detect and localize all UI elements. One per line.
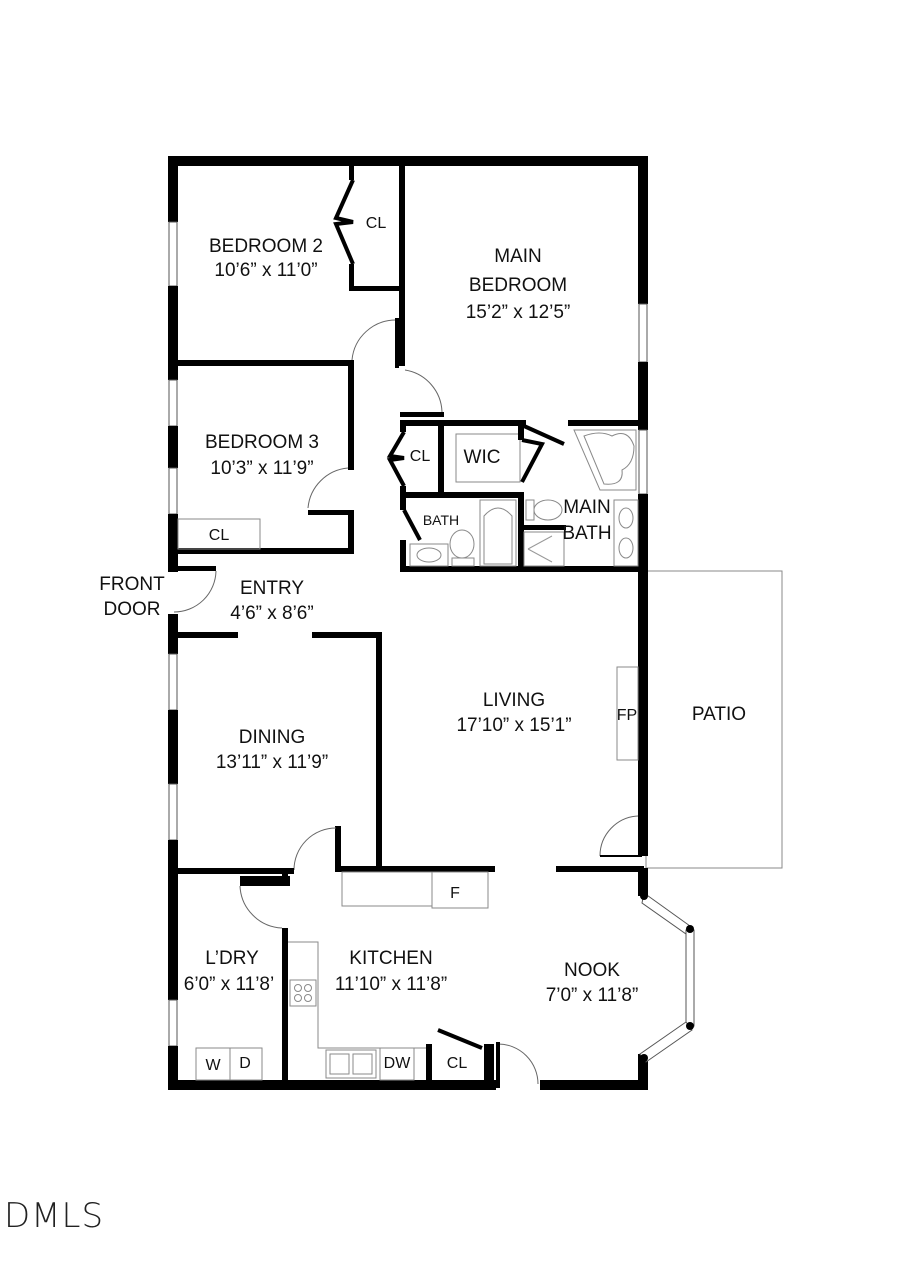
exterior-wall-right — [638, 156, 648, 304]
room-name: BEDROOM 2 — [209, 236, 323, 257]
wic-label: WIC — [464, 447, 501, 468]
room-dims: 6’0” x 11’8’ — [184, 974, 274, 995]
interior-wall — [376, 632, 382, 872]
room-dims: 4’6” x 8’6” — [230, 603, 313, 624]
bay-window — [685, 929, 695, 1027]
interior-wall — [400, 492, 524, 498]
room-name: BEDROOM — [469, 275, 567, 296]
counter — [341, 871, 433, 907]
interior-wall — [400, 420, 526, 426]
patio-label: PATIO — [692, 704, 746, 725]
exterior-wall — [168, 840, 178, 1000]
window — [638, 303, 648, 363]
dryer-label: D — [239, 1055, 251, 1072]
bath-label: BATH — [423, 512, 459, 528]
room-dims: 10’3” x 11’9” — [210, 458, 313, 479]
double-sink — [325, 1049, 377, 1079]
fireplace-label: FP — [617, 707, 637, 724]
fireplace — [616, 666, 639, 761]
dishwasher-label: DW — [384, 1055, 412, 1072]
door-swing — [293, 827, 337, 871]
refrigerator — [431, 871, 489, 909]
exterior-wall — [168, 156, 178, 222]
bathtub — [479, 499, 517, 567]
corner-tub — [573, 429, 637, 491]
interior-wall — [168, 548, 354, 554]
window — [168, 379, 178, 427]
window — [168, 467, 178, 515]
interior-wall — [335, 866, 495, 872]
room-dims: 11’10” x 11’8” — [335, 974, 447, 995]
window — [168, 221, 178, 287]
closet-label: CL — [366, 215, 387, 232]
exterior-wall — [168, 426, 178, 468]
sink — [409, 543, 449, 567]
room-name: LIVING — [483, 690, 545, 711]
closet-label: CL — [447, 1055, 468, 1072]
exterior-wall-bottom — [540, 1080, 648, 1090]
exterior-wall-right — [638, 494, 648, 856]
door-swing — [307, 467, 349, 509]
interior-wall — [168, 868, 294, 874]
front-door-swing — [173, 570, 217, 613]
exterior-wall-bottom — [168, 1080, 496, 1090]
exterior-wall-top — [168, 156, 648, 166]
door-swing — [404, 369, 443, 413]
room-dims: 7’0” x 11’8” — [546, 985, 639, 1006]
interior-wall — [399, 156, 405, 366]
room-name: DINING — [239, 727, 306, 748]
window — [168, 783, 178, 841]
bifold-closet-door — [333, 179, 355, 265]
bifold-closet-door — [386, 430, 406, 487]
front-door-label: DOOR — [104, 599, 161, 620]
fridge-label: F — [450, 885, 460, 902]
exterior-wall — [168, 710, 178, 784]
room-dims: 10’6” x 11’0” — [214, 260, 317, 281]
room-dims: 15’2” x 12’5” — [466, 302, 571, 323]
door-swing — [497, 1043, 539, 1085]
stove — [289, 979, 317, 1007]
exterior-wall — [168, 1046, 178, 1090]
exterior-wall — [168, 286, 178, 380]
room-dims: 13’11” x 11’9” — [216, 752, 328, 773]
exterior-wall-right — [638, 362, 648, 430]
window — [638, 429, 648, 495]
dishwasher — [379, 1047, 415, 1081]
interior-wall — [282, 928, 288, 1088]
exterior-wall-right — [638, 1054, 648, 1090]
front-door-label: FRONT — [99, 574, 165, 595]
exterior-wall — [168, 514, 178, 572]
room-name: MAIN — [494, 246, 542, 267]
toilet — [449, 529, 475, 559]
bay-window — [641, 892, 691, 935]
closet-label: CL — [410, 448, 431, 465]
room-name: NOOK — [564, 960, 620, 981]
bay-window — [639, 1021, 693, 1063]
washer-label: W — [205, 1057, 221, 1074]
shower — [523, 531, 565, 567]
window — [168, 653, 178, 711]
exterior-wall-right — [638, 868, 648, 896]
room-name: MAIN — [563, 497, 611, 518]
room-name: ENTRY — [240, 578, 304, 599]
window — [168, 999, 178, 1047]
washer-dryer — [195, 1047, 263, 1081]
toilet — [533, 499, 563, 521]
closet-label: CL — [209, 527, 230, 544]
interior-wall — [168, 360, 354, 366]
room-name: L’DRY — [205, 948, 259, 969]
room-name: BATH — [562, 523, 611, 544]
interior-wall — [400, 566, 648, 572]
room-name: BEDROOM 3 — [205, 432, 319, 453]
interior-wall — [556, 866, 644, 872]
door-swing — [239, 885, 283, 929]
room-name: KITCHEN — [349, 948, 432, 969]
door-swing — [351, 319, 397, 361]
patio-door-swing — [599, 815, 639, 857]
room-dims: 17’10” x 15’1” — [456, 715, 571, 736]
double-vanity — [613, 499, 639, 567]
kitchen-counter — [288, 941, 428, 1049]
watermark-logo: DMLS — [4, 1196, 105, 1236]
